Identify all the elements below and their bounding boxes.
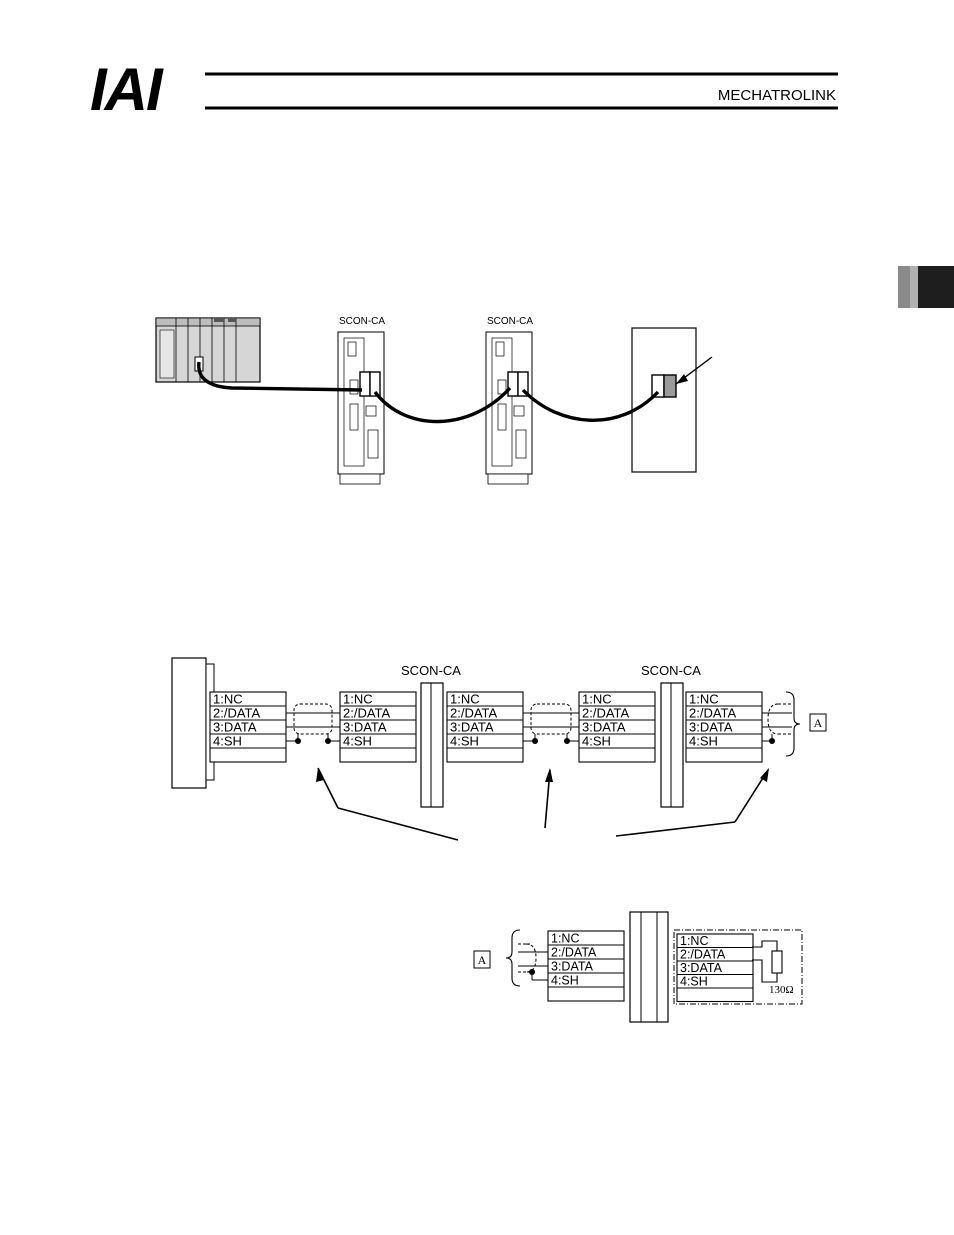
pin-label: 4:SH [689, 734, 718, 749]
pin-label: 3:DATA [551, 960, 594, 974]
section-title: MECHATROLINK [718, 87, 836, 104]
brace-right [786, 692, 800, 756]
wiring-controller-label-2: SCON-CA [641, 663, 701, 678]
controller-label-1: SCON-CA [339, 316, 385, 327]
ml-connector-in-2 [508, 372, 518, 396]
wiring-controller-2 [661, 683, 683, 807]
ref-label-a: A [814, 716, 823, 730]
pin-label: 1:NC [213, 692, 243, 707]
pin-label: 2:/DATA [680, 948, 726, 962]
pin-label: 1:NC [450, 692, 480, 707]
pin-label: 1:NC [582, 692, 612, 707]
pin-label: 1:NC [680, 934, 708, 948]
controller-unit-2 [486, 332, 532, 484]
cable-end [762, 704, 792, 744]
controller-label-2: SCON-CA [487, 316, 533, 327]
ml-connector-in-1 [360, 372, 370, 396]
terminator-enclosure [632, 328, 696, 472]
terminator-resistor [752, 941, 782, 982]
wiring-controller-1 [421, 683, 443, 807]
pin-label: 4:SH [213, 734, 242, 749]
pin-label: 3:DATA [343, 720, 387, 735]
pin-label: 2:/DATA [213, 706, 261, 721]
term-ref-label-a: A [478, 953, 487, 967]
master-module [172, 658, 206, 788]
page-header: IAI MECHATROLINK [90, 56, 838, 123]
pin-label: 3:DATA [689, 720, 733, 735]
pin-label: 1:NC [551, 932, 579, 946]
pin-label: 2:/DATA [450, 706, 498, 721]
pin-label: 2:/DATA [582, 706, 630, 721]
wiring-diagram: SCON-CA SCON-CA 1:NC2:/DATA3:DATA4:SH1:N… [172, 658, 826, 840]
pin-label: 3:DATA [450, 720, 494, 735]
pin-label: 3:DATA [680, 961, 723, 975]
pin-label: 2:/DATA [551, 946, 597, 960]
pin-label: 4:SH [343, 734, 372, 749]
pin-label: 2:/DATA [343, 706, 391, 721]
pin-label: 4:SH [582, 734, 611, 749]
pin-label: 1:NC [689, 692, 719, 707]
wiring-controller-label-1: SCON-CA [401, 663, 461, 678]
pin-label: 4:SH [450, 734, 479, 749]
terminator-plug [664, 375, 676, 397]
pin-label: 3:DATA [582, 720, 626, 735]
overview-diagram: SCON-CA SCON-CA [156, 316, 712, 484]
pin-label: 4:SH [551, 974, 579, 988]
plc-rack [156, 318, 260, 382]
resistor-value: 130Ω [769, 984, 794, 996]
pin-label: 4:SH [680, 975, 708, 989]
cable-segment [523, 704, 579, 744]
pin-label: 2:/DATA [689, 706, 737, 721]
pin-label: 1:NC [343, 692, 373, 707]
term-controller [630, 912, 668, 1022]
chapter-tab [898, 266, 954, 308]
terminator-diagram: A 1:NC2:/DATA3:DATA4:SH1:NC2:/DATA3:DATA… [474, 912, 802, 1022]
brace-left [506, 930, 520, 986]
cable-segment [286, 704, 340, 744]
term-cable [518, 944, 548, 980]
pin-label: 3:DATA [213, 720, 257, 735]
brand-logo: IAI [90, 56, 164, 123]
cable-callouts [316, 768, 769, 840]
controller-unit-1 [338, 332, 384, 484]
